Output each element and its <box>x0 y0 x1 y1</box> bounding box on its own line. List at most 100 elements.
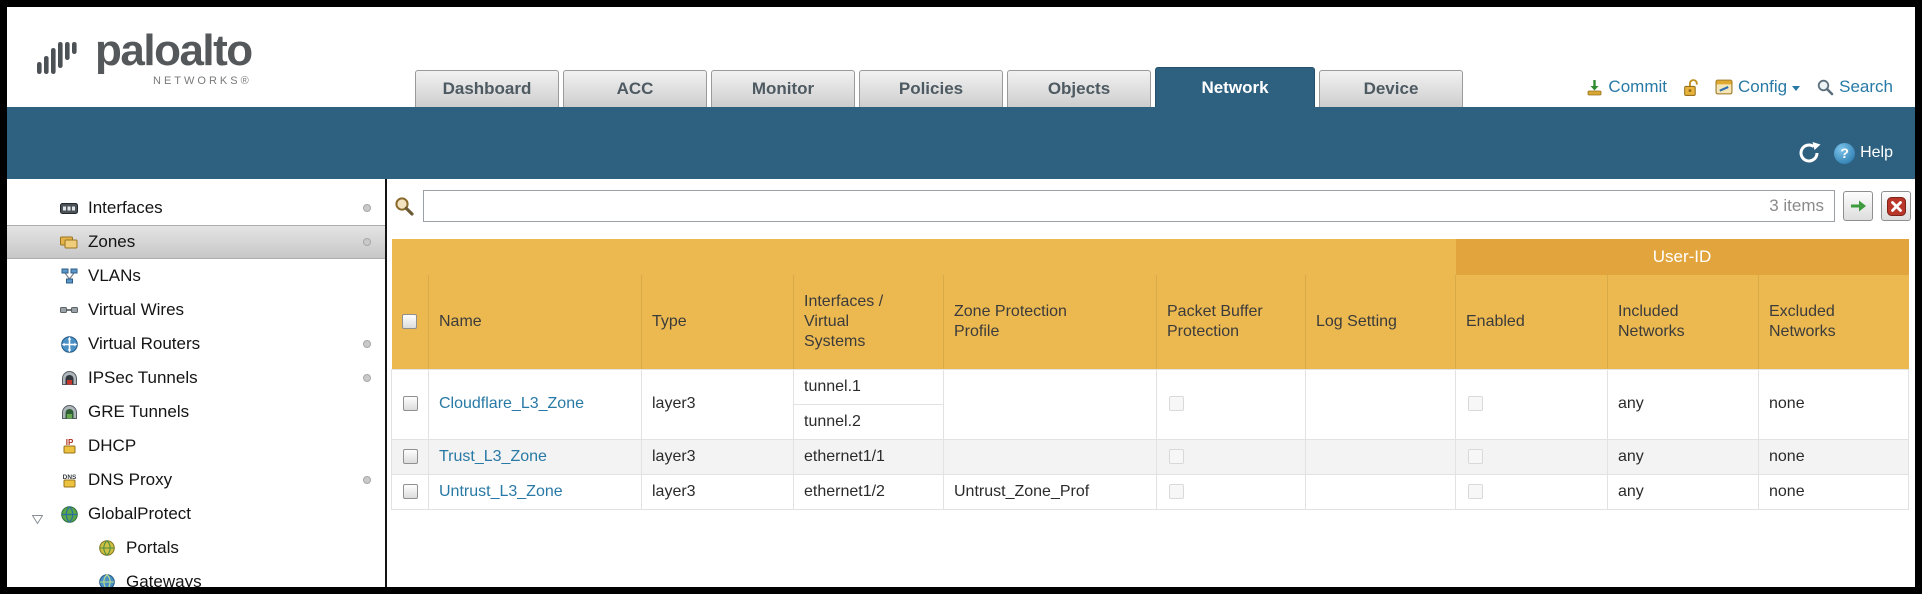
excluded-networks-cell: none <box>1757 473 1910 510</box>
help-button[interactable]: ? Help <box>1834 142 1893 164</box>
top-header: paloalto NETWORKS® Dashboard ACC Monitor… <box>7 7 1915 107</box>
svg-text:DNS: DNS <box>62 474 76 481</box>
apply-filter-button[interactable] <box>1843 191 1873 221</box>
app-content: paloalto NETWORKS® Dashboard ACC Monitor… <box>7 7 1915 587</box>
dns-proxy-icon: DNS <box>59 472 79 488</box>
select-all-checkbox[interactable] <box>402 314 418 330</box>
row-checkbox[interactable] <box>402 448 418 464</box>
sidebar-item-gre-tunnels[interactable]: GRE Tunnels <box>7 395 385 429</box>
sidebar-item-label: Zones <box>88 232 136 251</box>
zone-interface-cell: ethernet1/1 <box>793 438 944 475</box>
column-header-excluded-networks[interactable]: Excluded Networks <box>1757 275 1909 369</box>
sidebar-item-globalprotect[interactable]: GlobalProtect <box>7 497 385 531</box>
zone-name-link[interactable]: Untrust_L3_Zone <box>439 482 563 500</box>
sidebar-item-gateways[interactable]: Gateways <box>7 565 385 587</box>
sidebar-item-interfaces[interactable]: Interfaces <box>7 191 385 225</box>
zone-name-link[interactable]: Trust_L3_Zone <box>439 447 547 465</box>
sidebar-item-portals[interactable]: Portals <box>7 531 385 565</box>
toolbar-band: ? Help <box>7 107 1915 179</box>
tab-acc[interactable]: ACC <box>563 70 707 107</box>
commit-button[interactable]: Commit <box>1586 77 1667 97</box>
status-dot <box>363 374 371 382</box>
sidebar-item-vlans[interactable]: VLANs <box>7 259 385 293</box>
table-row: tunnel.2 <box>392 403 1909 440</box>
zone-protection-profile-cell <box>943 368 1157 440</box>
column-header-type[interactable]: Type <box>641 275 794 369</box>
tab-monitor[interactable]: Monitor <box>711 70 855 107</box>
header-utils: Commit Config S <box>1586 77 1893 97</box>
tab-policies[interactable]: Policies <box>859 70 1003 107</box>
svg-text:IP: IP <box>65 438 73 447</box>
sidebar-item-ipsec-tunnels[interactable]: IPSec Tunnels <box>7 361 385 395</box>
tab-dashboard[interactable]: Dashboard <box>415 70 559 107</box>
refresh-icon[interactable] <box>1796 140 1822 166</box>
sidebar-item-dns-proxy[interactable]: DNS DNS Proxy <box>7 463 385 497</box>
included-networks-cell: any <box>1607 368 1759 440</box>
brand-name: paloalto <box>95 26 253 75</box>
zones-icon <box>59 236 79 249</box>
toolbar-band-right: ? Help <box>1796 140 1893 166</box>
zone-interface-cell: tunnel.2 <box>793 403 944 440</box>
zone-interface-cell: tunnel.1 <box>793 368 944 405</box>
sidebar-item-virtual-wires[interactable]: Virtual Wires <box>7 293 385 327</box>
column-header-packet-buffer-protection[interactable]: Packet Buffer Protection <box>1156 275 1306 369</box>
expand-collapse-icon[interactable] <box>31 509 44 529</box>
row-checkbox[interactable] <box>402 396 418 412</box>
red-x-icon <box>1886 196 1906 216</box>
clear-filter-button[interactable] <box>1881 191 1911 221</box>
user-id-enabled-checkbox <box>1468 396 1483 412</box>
sidebar-item-label: Portals <box>126 538 179 557</box>
paloalto-logo-mark <box>37 42 77 74</box>
column-header-name[interactable]: Name <box>428 275 642 369</box>
paloalto-logo: paloalto NETWORKS® <box>33 26 253 87</box>
sidebar-item-label: DHCP <box>88 436 137 455</box>
zone-name-link[interactable]: Cloudflare_L3_Zone <box>439 395 584 412</box>
status-dot <box>363 204 371 212</box>
column-header-interfaces[interactable]: Interfaces / Virtual Systems <box>793 275 944 369</box>
sidebar-item-virtual-routers[interactable]: Virtual Routers <box>7 327 385 361</box>
excluded-networks-cell: none <box>1757 368 1910 440</box>
tab-objects[interactable]: Objects <box>1007 70 1151 107</box>
config-icon <box>1715 79 1733 95</box>
sidebar-item-label: IPSec Tunnels <box>88 368 198 387</box>
row-checkbox[interactable] <box>402 483 418 499</box>
column-header-enabled[interactable]: Enabled <box>1455 275 1608 369</box>
globalprotect-icon <box>59 505 79 523</box>
sidebar-item-label: Interfaces <box>88 198 163 217</box>
commit-icon <box>1588 79 1602 95</box>
tab-device[interactable]: Device <box>1319 70 1463 107</box>
tab-network[interactable]: Network <box>1155 67 1315 107</box>
zones-table: User-ID Name Type Interfaces / Virtual S… <box>391 239 1910 510</box>
config-label: Config <box>1737 77 1788 96</box>
main-tabs: Dashboard ACC Monitor Policies Objects N… <box>415 67 1463 107</box>
column-header-included-networks[interactable]: Included Networks <box>1607 275 1759 369</box>
status-dot <box>363 238 371 246</box>
log-setting-cell <box>1305 473 1456 510</box>
sidebar-item-dhcp[interactable]: IP DHCP <box>7 429 385 463</box>
gre-tunnels-icon <box>59 405 79 419</box>
ipsec-tunnels-icon <box>59 371 79 385</box>
user-id-group-header: User-ID <box>1455 239 1909 275</box>
commit-label: Commit <box>1608 77 1667 96</box>
status-dot <box>363 476 371 484</box>
filter-input[interactable] <box>424 192 1770 220</box>
sidebar-item-label: Virtual Routers <box>88 334 201 353</box>
column-header-log-setting[interactable]: Log Setting <box>1305 275 1456 369</box>
included-networks-cell: any <box>1607 438 1759 475</box>
brand-sub: NETWORKS® <box>153 75 252 87</box>
content-area: Interfaces Zones VLANs Virtua <box>7 179 1915 587</box>
virtual-routers-icon <box>59 335 79 353</box>
packet-buffer-checkbox <box>1169 448 1184 464</box>
virtual-wires-icon <box>59 304 79 316</box>
log-setting-cell <box>1305 438 1456 475</box>
lock-icon[interactable] <box>1683 78 1699 97</box>
status-dot <box>363 340 371 348</box>
config-menu-button[interactable]: Config <box>1715 77 1801 97</box>
search-button[interactable]: Search <box>1816 77 1893 97</box>
sidebar-item-zones[interactable]: Zones <box>7 225 385 259</box>
zone-type-cell: layer3 <box>641 368 794 440</box>
column-header-zone-protection-profile[interactable]: Zone Protection Profile <box>943 275 1157 369</box>
sidebar-item-label: VLANs <box>88 266 141 285</box>
zone-protection-profile-cell: Untrust_Zone_Prof <box>943 473 1157 510</box>
